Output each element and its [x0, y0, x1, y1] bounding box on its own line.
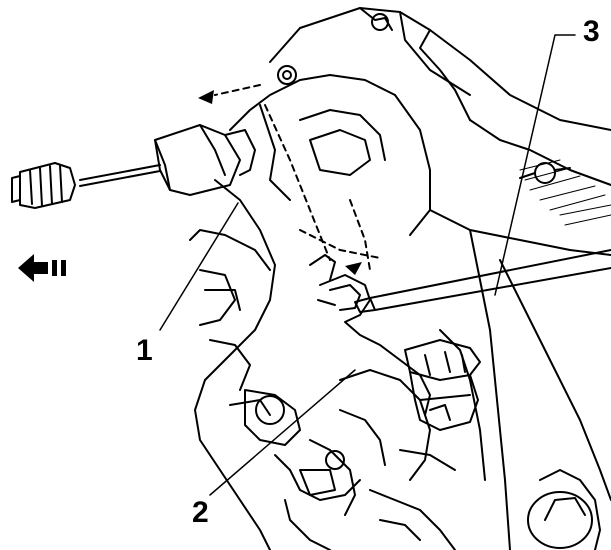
- leader-line-3: [494, 34, 576, 296]
- screwdriver-tool: [354, 249, 611, 313]
- direction-arrow-icon: [198, 90, 214, 104]
- direction-arrow-icon: [18, 254, 66, 282]
- housing-body: [229, 7, 611, 550]
- motion-guides: [214, 84, 381, 271]
- movement-arrow-icon: [345, 262, 362, 275]
- callout-label-2: 2: [192, 496, 209, 529]
- leader-line-1: [159, 202, 239, 331]
- shading-lines: [519, 159, 611, 226]
- lower-casting: [189, 179, 456, 550]
- callout-label-1: 1: [136, 334, 153, 367]
- fasteners: [277, 13, 571, 184]
- callout-label-3: 3: [583, 15, 600, 48]
- leader-lines: [159, 34, 576, 496]
- spring-clip: [309, 254, 431, 416]
- leader-line-2: [209, 369, 356, 496]
- cable-assembly: [11, 124, 256, 209]
- bracket-block: [404, 339, 481, 431]
